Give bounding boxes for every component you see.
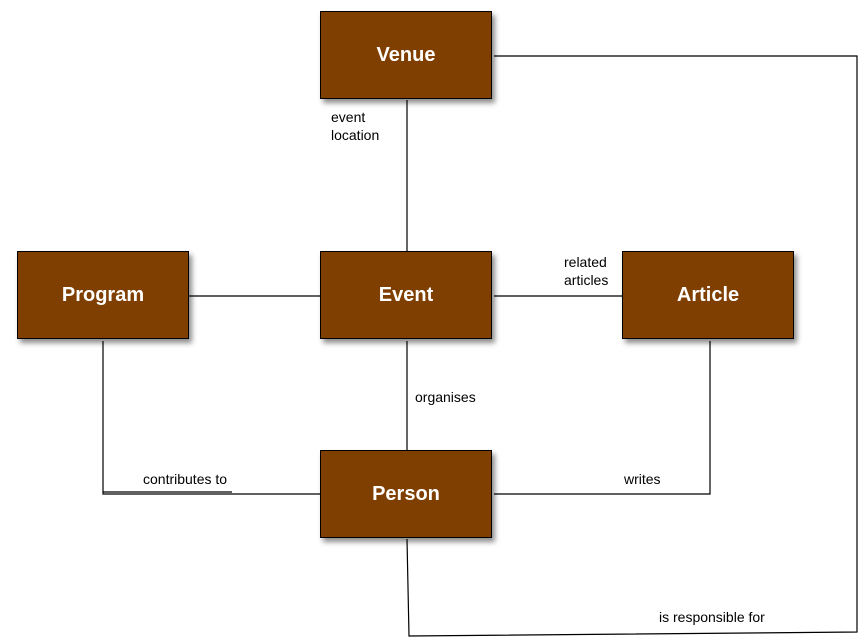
event-label: Event — [378, 283, 434, 306]
connector-program-person — [102, 341, 320, 495]
connector-article-person — [494, 341, 711, 495]
venue-label: Venue — [376, 43, 436, 66]
relation-event-location: event location — [331, 109, 380, 143]
venue-entity[interactable]: Venue — [320, 11, 492, 99]
connector-person-venue — [406, 55, 858, 637]
person-label: Person — [372, 482, 440, 505]
relation-contributes-to: contributes to — [143, 471, 228, 487]
relation-is-responsible-for: is responsible for — [659, 609, 765, 625]
event-entity[interactable]: Event — [320, 251, 492, 339]
relation-related-articles: related articles — [564, 254, 609, 288]
program-entity[interactable]: Program — [17, 251, 189, 339]
article-entity[interactable]: Article — [622, 251, 794, 339]
article-label: Article — [676, 283, 740, 306]
program-label: Program — [61, 283, 145, 306]
relation-organises: organises — [415, 389, 476, 405]
person-entity[interactable]: Person — [320, 450, 492, 538]
relation-writes: writes — [624, 471, 661, 487]
